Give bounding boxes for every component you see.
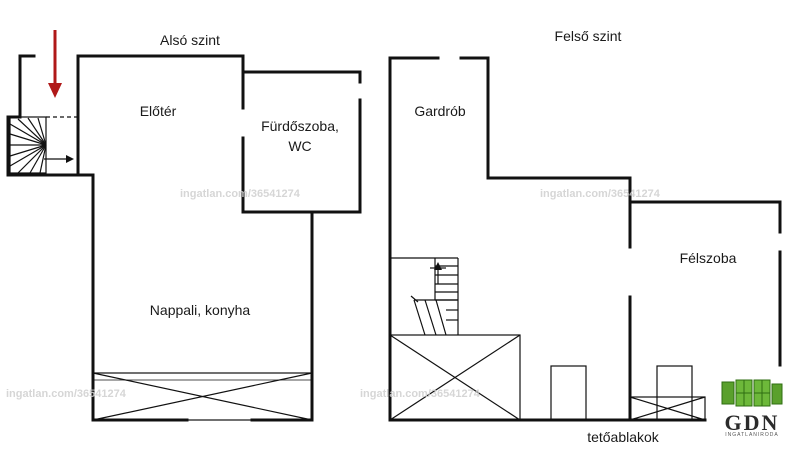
watermark: ingatlan.com/36541274: [360, 388, 480, 400]
lower-window-box: [92, 372, 313, 421]
logo-text: GDN: [724, 410, 780, 435]
watermark: ingatlan.com/36541274: [540, 188, 660, 200]
room-wardrobe: Gardrób: [414, 103, 466, 119]
upper-staircase: [390, 257, 459, 336]
room-half-room: Félszoba: [679, 250, 737, 266]
skylight-1: [550, 365, 587, 421]
lower-staircase: [9, 116, 79, 175]
gdn-logo: GDN INGATLANIRODA: [712, 378, 792, 440]
upper-floor-title: Felső szint: [554, 28, 622, 44]
lower-floor-title: Alsó szint: [160, 32, 220, 48]
room-bathroom-line1: Fürdőszoba,: [261, 118, 339, 134]
watermark: ingatlan.com/36541274: [6, 388, 126, 400]
entry-arrow: [48, 30, 62, 98]
room-living-kitchen: Nappali, konyha: [149, 302, 251, 318]
logo-window-icon: [721, 379, 783, 407]
room-bathroom: Fürdőszoba, WC: [250, 116, 350, 156]
skylight-2: [629, 365, 706, 421]
upper-void-box: [389, 334, 521, 421]
room-entrance-hall: Előtér: [139, 103, 177, 119]
skylights-label: tetőablakok: [587, 429, 659, 445]
room-bathroom-line2: WC: [288, 138, 312, 154]
watermark: ingatlan.com/36541274: [180, 188, 300, 200]
logo-subtext: INGATLANIRODA: [725, 432, 779, 438]
